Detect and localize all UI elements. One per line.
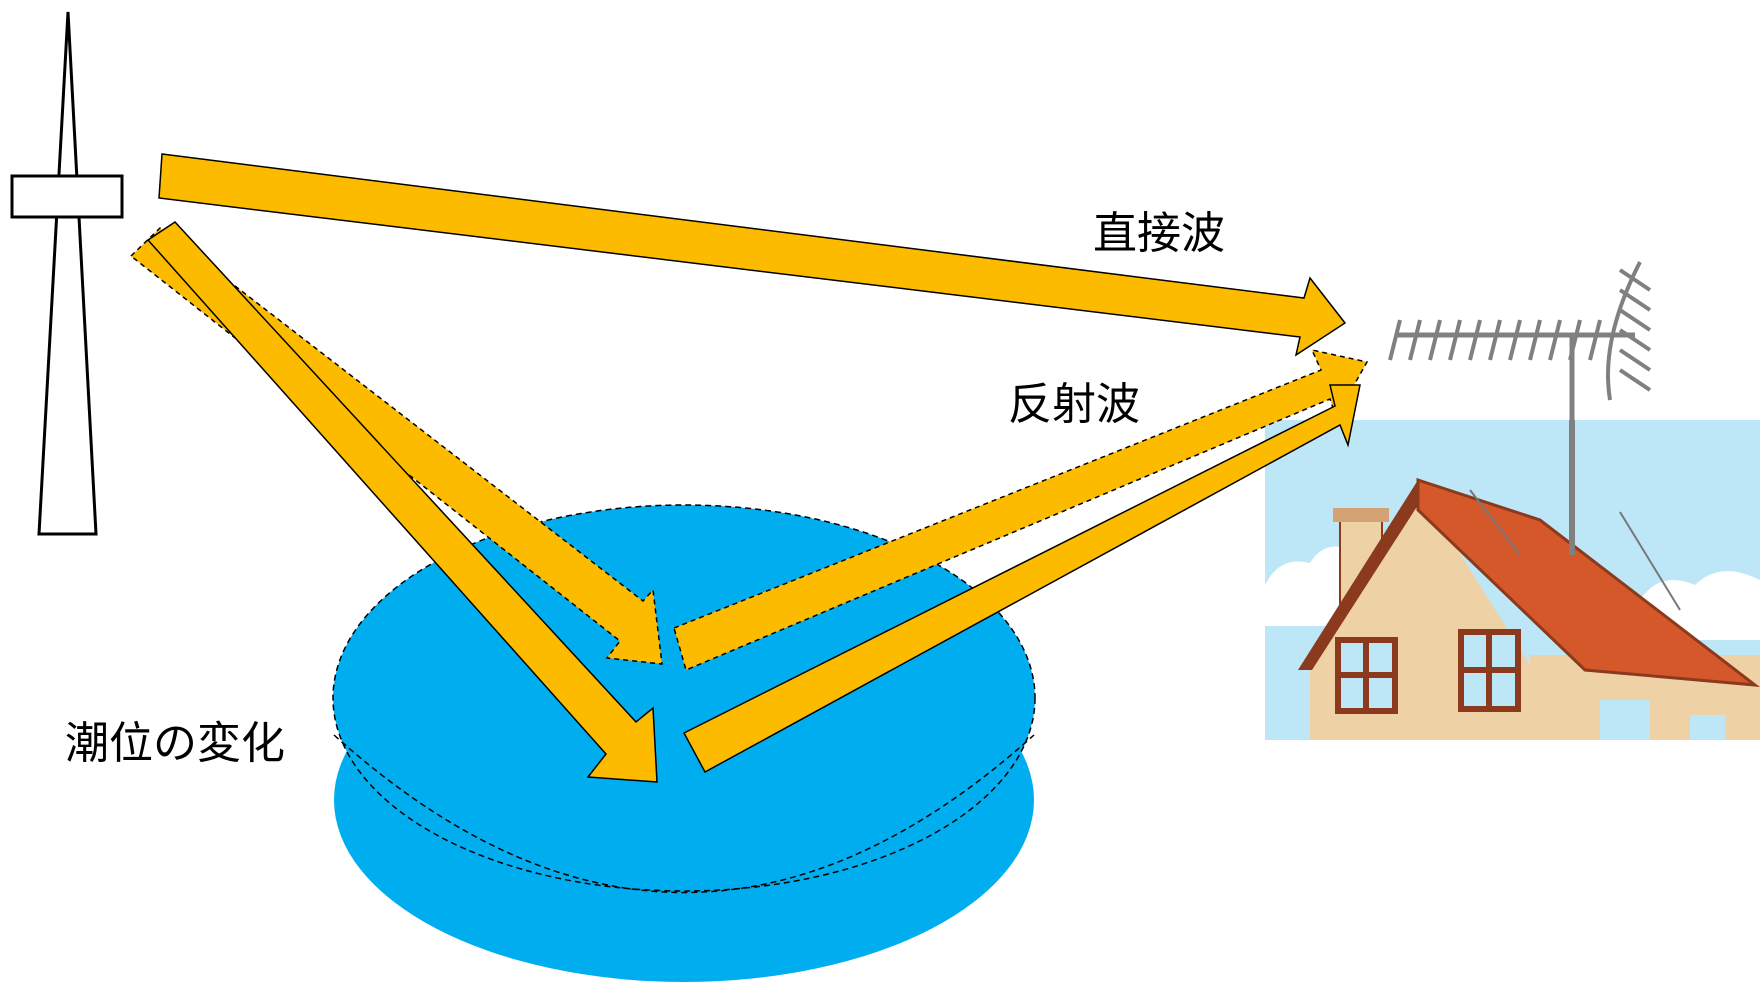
- water-body: [332, 504, 1036, 982]
- tide-change-label: 潮位の変化: [65, 718, 285, 769]
- reflected-wave-label: 反射波: [1008, 379, 1140, 430]
- transmission-tower-icon: [10, 11, 124, 536]
- reflected-wave-arrow-low-tide: [146, 221, 1361, 783]
- window-right: [1458, 629, 1521, 712]
- house-icon: [1298, 420, 1760, 740]
- direct-wave-arrow: [158, 153, 1347, 357]
- tv-antenna-icon: [1388, 261, 1652, 552]
- window-left: [1335, 637, 1398, 714]
- direct-wave-label: 直接波: [1093, 208, 1225, 259]
